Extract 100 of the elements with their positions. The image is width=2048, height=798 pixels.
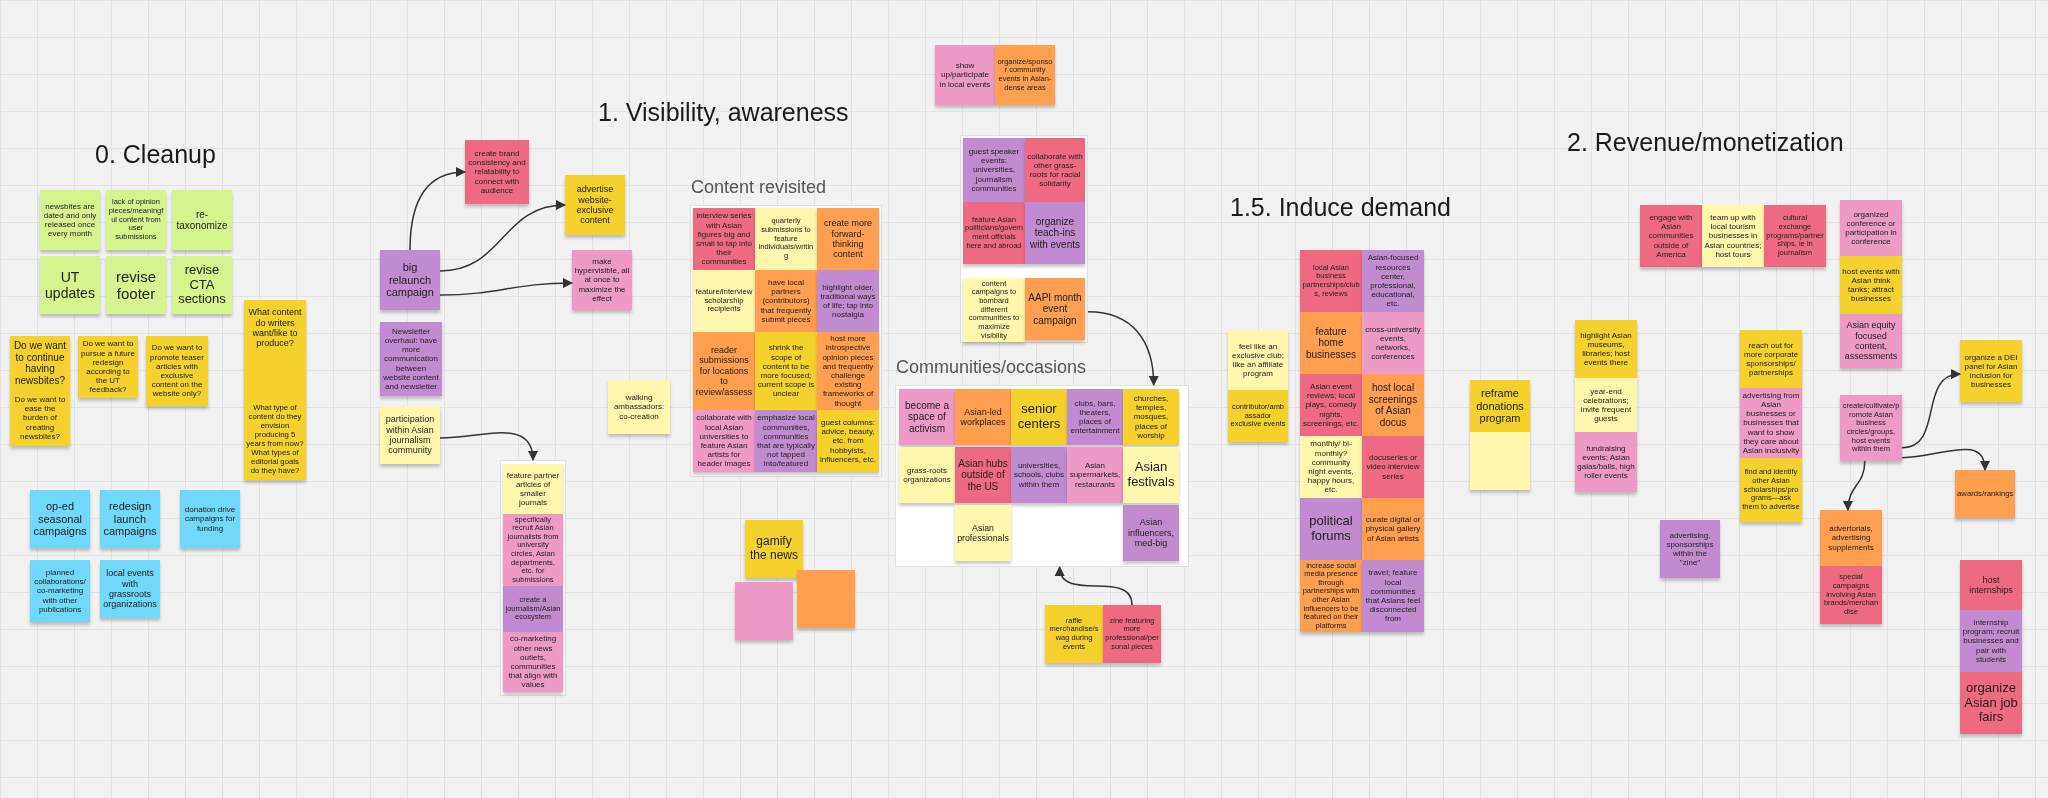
sticky-note <box>40 256 100 314</box>
sticky-note <box>1300 374 1362 436</box>
note-text: Asian influencers, med-big <box>1127 517 1175 549</box>
note-text: highlight Asian museums, libraries; host events there <box>1579 330 1633 368</box>
arrow <box>1901 448 1990 472</box>
frame <box>960 135 1088 343</box>
sticky-note <box>1702 205 1764 267</box>
note-text: Asian festivals <box>1126 460 1176 490</box>
sticky-note <box>899 447 955 503</box>
sticky-note <box>755 208 817 270</box>
sticky-note <box>817 410 879 472</box>
sticky-note <box>955 505 1011 561</box>
note-text: interview series with Asian figures big and small to tap into their communities <box>695 211 753 267</box>
sticky-note <box>172 256 232 314</box>
note-text: Do we want to continue having newsbites? <box>12 340 68 386</box>
sticky-note <box>1123 389 1179 445</box>
sticky-note <box>1764 205 1826 267</box>
note-text: host events with Asian think tanks; attract businesses <box>1842 266 1900 304</box>
sticky-note <box>755 270 817 332</box>
arrow <box>1901 370 1962 449</box>
sticky-note <box>1067 447 1123 503</box>
sticky-note <box>180 490 240 548</box>
note-text: AAPI month event campaign <box>1027 291 1083 327</box>
note-text: advertising from Asian businesses or businesses that want to show they care about Asian inclusivity <box>1742 390 1800 456</box>
sticky-note <box>1960 610 2022 672</box>
note-text: shrink the scope of content to be more focused; current scope is unclear <box>757 343 815 399</box>
note-text: cross-university events, networks, conferences <box>1364 324 1422 362</box>
sticky-note <box>1228 390 1288 442</box>
arrow <box>439 432 538 462</box>
note-text: Asian professionals <box>957 522 1009 544</box>
frame <box>500 460 566 696</box>
sticky-note <box>1123 505 1179 561</box>
note-text: reframe donations program <box>1475 387 1525 425</box>
note-text: Asian-focused resources center, professional, educational, etc. <box>1366 253 1420 309</box>
note-text: planned collaborations/ co-marketing with other publications <box>33 568 87 614</box>
sticky-note <box>1362 498 1424 560</box>
sticky-note <box>817 208 879 270</box>
sticky-note <box>572 250 632 310</box>
sticky-note <box>1025 138 1085 202</box>
sticky-note <box>503 464 563 514</box>
note-text: redesign launch campaigns <box>102 500 158 538</box>
sticky-note <box>1300 312 1362 374</box>
note-text: Do we want to pursue a future redesign according to the UT feedback? <box>80 339 136 395</box>
note-text: create more forward-thinking content <box>823 218 873 260</box>
note-text: guest speaker events: universities, journalism communities <box>967 147 1021 193</box>
note-text: Do we want to ease the burden of creating newsbites? <box>13 395 67 441</box>
sticky-note <box>955 447 1011 503</box>
note-text: organized conference or participation in conference <box>1844 209 1898 247</box>
note-text: co-marketing other news outlets, communities that align with values <box>507 634 559 690</box>
frame-title: Communities/occasions <box>896 357 1087 378</box>
note-text: organize teach-ins with events <box>1029 215 1081 251</box>
note-text: organize Asian job fairs <box>1963 680 2019 726</box>
sticky-note <box>963 138 1025 202</box>
arrow <box>1087 311 1159 387</box>
sticky-note <box>608 380 670 434</box>
sticky-note <box>1955 470 2015 518</box>
note-text: op-ed seasonal campaigns <box>32 500 88 538</box>
note-text: revise footer <box>115 267 157 303</box>
note-text: highlight older, traditional ways of life; tap into nostalgia <box>819 282 877 320</box>
note-text: emphasize local communities, communities that are typically not tapped into/featured <box>757 413 815 469</box>
note-text: UT updates <box>44 268 96 302</box>
sticky-note <box>1840 200 1902 256</box>
note-text: advertise website-exclusive content <box>575 184 615 226</box>
sticky-note <box>1840 395 1902 461</box>
note-text: revise CTA sections <box>177 262 227 308</box>
sticky-note <box>693 270 755 332</box>
sticky-note <box>106 190 166 250</box>
note-text: walking ambassadors: co-creation <box>612 393 666 421</box>
note-text: guest columns: advice, beauty, etc. from hobbyists, influencers, etc. <box>819 418 877 464</box>
note-text: clubs, bars, theaters, places of entertainment <box>1069 398 1121 436</box>
arrow <box>1056 565 1133 606</box>
note-text: show up/participate in local events <box>938 61 992 89</box>
note-text: Asian supermarkets, restaurants <box>1069 461 1121 489</box>
note-text: collaborate with local Asian universities to feature Asian artists for header images <box>695 413 753 469</box>
arrow <box>439 277 574 296</box>
frame-title: Content revisited <box>691 177 827 198</box>
sticky-note <box>1840 314 1902 368</box>
note-text: churches, temples, mosques, places of worship <box>1132 394 1170 440</box>
note-text: Asian event reviews; local plays, comedy nights, screenings, etc. <box>1302 382 1360 428</box>
note-text: Newsletter overhaul: have more communication between website content and newsletter <box>382 326 440 392</box>
note-text: host internships <box>1968 574 2014 596</box>
note-text: advertorials, advertising supplements <box>1827 524 1875 552</box>
note-text: Asian hubs outside of the US <box>957 457 1009 493</box>
sticky-note <box>1025 202 1085 264</box>
note-text: fundraising events; Asian galas/balls, high roller events <box>1577 443 1635 481</box>
note-text: political forums <box>1308 514 1354 544</box>
note-text: local events with grassroots organizations <box>102 568 158 610</box>
note-text: grass-roots organizations <box>902 465 952 485</box>
sticky-note <box>1575 378 1637 432</box>
sticky-note <box>1300 250 1362 312</box>
note-text: monthly/ bi-monthly? community night events, happy hours, etc. <box>1306 439 1356 495</box>
sticky-note <box>1820 566 1882 624</box>
sticky-note <box>1362 312 1424 374</box>
sticky-note <box>1740 458 1802 522</box>
sticky-note <box>465 140 529 204</box>
section-heading: 1.5. Induce demand <box>1230 193 1451 222</box>
note-text: engage with Asian communities outside of America <box>1647 213 1695 259</box>
sticky-note <box>1011 447 1067 503</box>
sticky-note <box>1820 510 1882 566</box>
sticky-note <box>1660 520 1720 578</box>
